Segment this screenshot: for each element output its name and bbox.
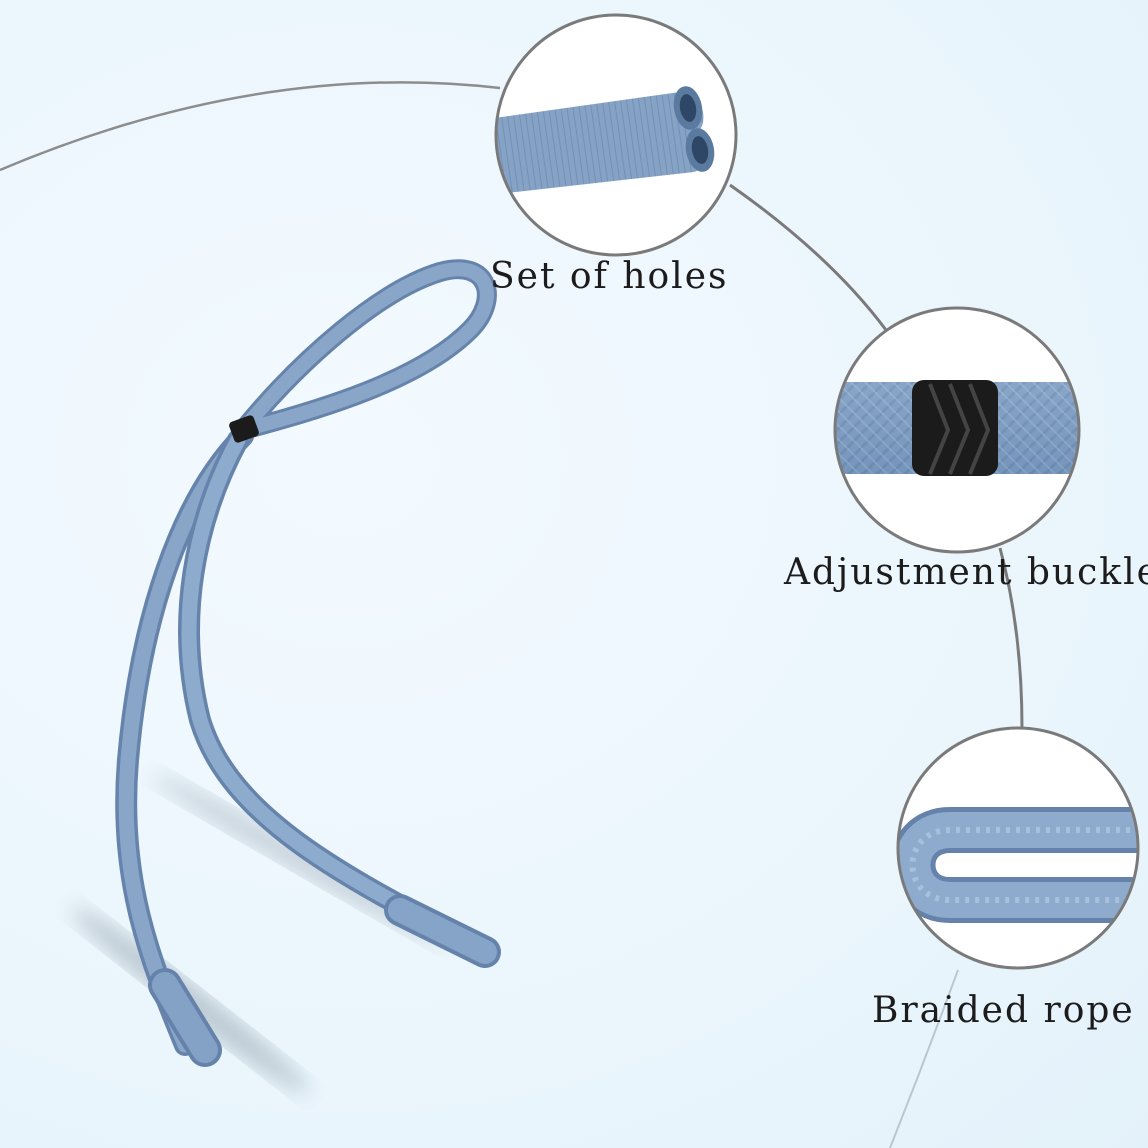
detail-circle-rope bbox=[896, 726, 1140, 970]
cord-illustration bbox=[115, 259, 501, 1067]
connector-arc-2 bbox=[998, 547, 1024, 729]
connector-arc-3 bbox=[889, 969, 959, 1148]
callout-label-holes: Set of holes bbox=[490, 256, 729, 297]
callout-label-rope: Braided rope bbox=[872, 990, 1135, 1031]
detail-circle-buckle bbox=[833, 306, 1081, 554]
detail-circle-holes bbox=[494, 13, 738, 257]
connector-arc-top bbox=[0, 81, 501, 172]
connector-arc-1 bbox=[729, 183, 888, 331]
cord-buckle bbox=[229, 415, 259, 443]
callout-label-buckle: Adjustment buckle bbox=[784, 552, 1148, 593]
